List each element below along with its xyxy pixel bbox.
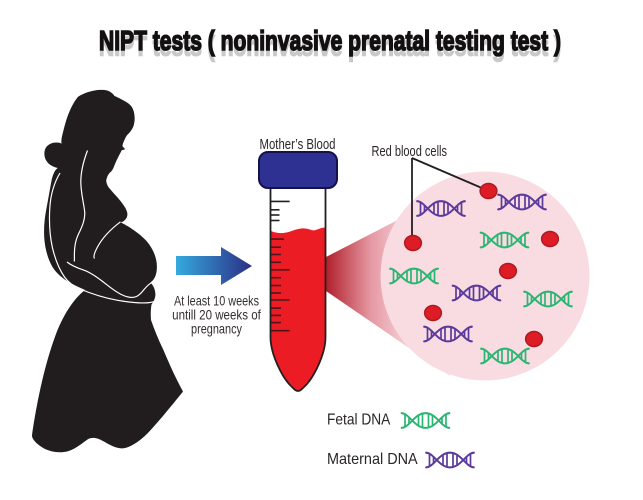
svg-text:untill 20 weeks of: untill 20 weeks of [172,306,261,322]
svg-text:NIPT tests ( noninvasive prena: NIPT tests ( noninvasive prenatal testin… [99,31,561,62]
svg-text:pregnancy: pregnancy [191,320,242,336]
svg-text:Maternal DNA: Maternal DNA [327,451,418,468]
svg-text:At least 10 weeks: At least 10 weeks [174,293,259,309]
svg-text:Red blood cells: Red blood cells [372,144,448,160]
svg-text:NIPT tests ( noninvasive prena: NIPT tests ( noninvasive prenatal testin… [99,25,561,56]
svg-text:Mother’s Blood: Mother’s Blood [260,136,336,153]
svg-text:Fetal DNA: Fetal DNA [327,412,391,429]
